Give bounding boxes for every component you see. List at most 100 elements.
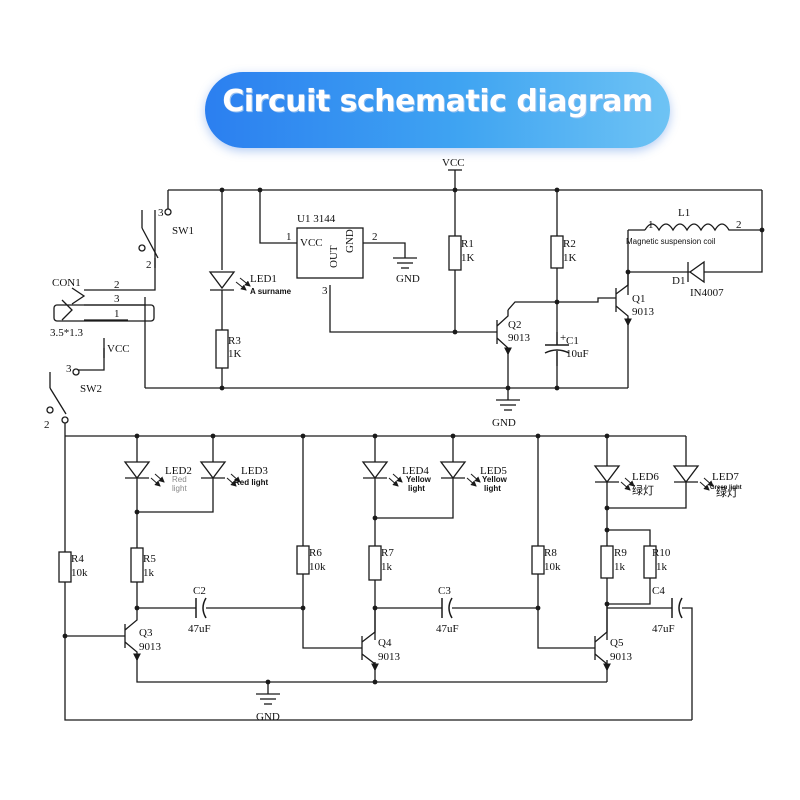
r1-resistor (448, 235, 462, 271)
con1-label: CON1 (52, 277, 81, 289)
r1-label: R1 (461, 238, 474, 250)
c1-capacitor-icon (544, 332, 570, 366)
led4-label: LED4 (402, 465, 429, 477)
q5-transistor-icon (594, 604, 611, 672)
l1-pin2-label: 2 (736, 219, 742, 231)
led6-label: LED6 (632, 471, 659, 483)
led3-note: Red light (234, 478, 269, 487)
r8-label: R8 (544, 547, 557, 559)
led4-icon (361, 461, 389, 480)
u1-pin1-label: 1 (286, 231, 292, 243)
r9-value: 1k (614, 561, 626, 573)
r9-resistor (600, 545, 614, 579)
r5-label: R5 (143, 553, 156, 565)
l1-label: L1 (678, 207, 690, 219)
r5-resistor (130, 547, 144, 583)
q4-label: Q4 (378, 637, 392, 649)
junction-dots (62, 187, 765, 685)
sw2-pin3-label: 3 (66, 363, 72, 375)
led3-label: LED3 (241, 465, 268, 477)
q4-transistor-icon (361, 608, 379, 672)
sw1-label: SW1 (172, 225, 194, 237)
d1-value: IN4007 (690, 287, 724, 299)
led7-note: Green light (710, 485, 742, 491)
con1-pin2-label: 2 (114, 279, 120, 291)
l1-coil-icon (644, 223, 745, 232)
u1-pin3-label: 3 (322, 285, 328, 297)
c1-value: 10uF (566, 348, 589, 360)
q4-value: 9013 (378, 651, 401, 663)
q5-value: 9013 (610, 651, 633, 663)
c3-capacitor-icon (441, 597, 453, 619)
r3-label: R3 (228, 335, 241, 347)
r2-value: 1K (563, 252, 577, 264)
led7-icon (672, 465, 700, 484)
led2-label: LED2 (165, 465, 192, 477)
wires (64, 169, 763, 721)
led6-icon (593, 465, 621, 484)
r6-resistor (296, 545, 310, 575)
con1-jack-icon (53, 287, 155, 322)
r3-value: 1K (228, 348, 242, 360)
l1-pin1-label: 1 (648, 219, 654, 231)
u1-vcc-label: VCC (300, 237, 323, 249)
q5-label: Q5 (610, 637, 624, 649)
sw1-pin2-label: 2 (146, 259, 152, 271)
r2-resistor (550, 235, 564, 269)
r8-value: 10k (544, 561, 561, 573)
c3-label: C3 (438, 585, 451, 597)
q2-label: Q2 (508, 319, 521, 331)
q1-value: 9013 (632, 306, 655, 318)
c2-value: 47uF (188, 623, 211, 635)
led7-label: LED7 (712, 471, 739, 483)
page-title: Circuit schematic diagram (222, 84, 653, 119)
c4-capacitor-icon (671, 597, 683, 619)
r2-label: R2 (563, 238, 576, 250)
c2-capacitor-icon (195, 597, 207, 619)
led5-note-2: light (484, 484, 501, 493)
r1-value: 1K (461, 252, 475, 264)
r5-value: 1k (143, 567, 155, 579)
led3-icon (199, 461, 227, 480)
r4-label: R4 (71, 553, 84, 565)
con1-pin3-label: 3 (114, 293, 120, 305)
d1-diode-icon (687, 260, 705, 284)
d1-label: D1 (672, 275, 685, 287)
sw2-pin2-label: 2 (44, 419, 50, 431)
u1-label: U1 3144 (297, 213, 336, 225)
vcc-left-label: VCC (107, 343, 130, 355)
coil-note: Magnetic suspension coil (626, 237, 716, 246)
r4-value: 10k (71, 567, 88, 579)
u1-gnd-label: GND (344, 229, 356, 253)
q1-label: Q1 (632, 293, 645, 305)
c4-label: C4 (652, 585, 665, 597)
r9-label: R9 (614, 547, 627, 559)
led7-cn-label: 绿灯 (716, 485, 738, 499)
sw1-switch-icon[interactable] (138, 208, 172, 268)
led-arrows (150, 277, 714, 491)
led5-label: LED5 (480, 465, 507, 477)
r6-value: 10k (309, 561, 326, 573)
c2-label: C2 (193, 585, 206, 597)
q3-value: 9013 (139, 641, 162, 653)
sw2-switch-icon[interactable] (46, 368, 80, 424)
u1-gnd-net-label: GND (396, 273, 420, 285)
led1-label: LED1 (250, 273, 277, 285)
led6-cn-label: 绿灯 (632, 483, 654, 497)
led2-icon (123, 461, 151, 480)
vcc-top-label: VCC (442, 157, 465, 169)
ground-icon-mid (496, 399, 520, 411)
r3-resistor (215, 329, 229, 369)
led1-note: A surname (250, 287, 292, 296)
led1-icon (208, 271, 236, 291)
led4-note-1: Yellow (406, 475, 432, 484)
r4-resistor (58, 551, 72, 583)
r10-resistor (643, 545, 657, 579)
c1-plus: + (560, 332, 566, 344)
gnd-mid-label: GND (492, 417, 516, 429)
u1-out-label: OUT (328, 245, 340, 268)
ground-icon-u1 (393, 257, 417, 269)
sw1-pin3-label: 3 (158, 207, 164, 219)
con1-type-label: 3.5*1.3 (50, 327, 84, 339)
